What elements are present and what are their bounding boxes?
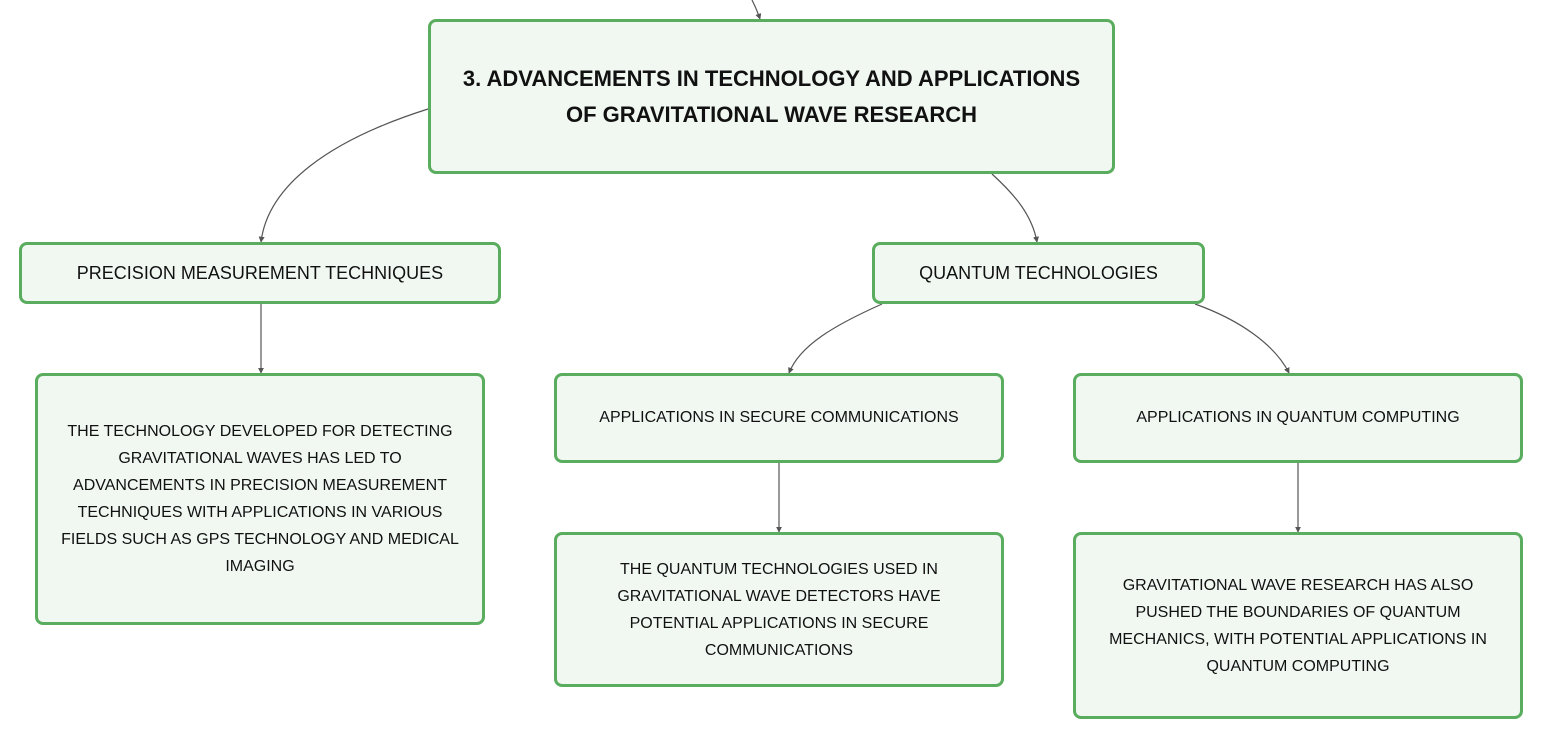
- secure-communications-node[interactable]: APPLICATIONS IN SECURE COMMUNICATIONS: [554, 373, 1004, 463]
- root-node-title: 3. ADVANCEMENTS IN TECHNOLOGY AND APPLIC…: [462, 65, 1081, 127]
- precision-measurement-node[interactable]: PRECISION MEASUREMENT TECHNIQUES: [19, 242, 501, 304]
- quantum-computing-description: GRAVITATIONAL WAVE RESEARCH HAS ALSO PUS…: [1109, 576, 1487, 675]
- root-node[interactable]: 3. ADVANCEMENTS IN TECHNOLOGY AND APPLIC…: [428, 19, 1115, 174]
- quantum-technologies-node[interactable]: QUANTUM TECHNOLOGIES: [872, 242, 1205, 304]
- connector-parent-to-root: [751, 0, 762, 20]
- quantum-computing-node[interactable]: APPLICATIONS IN QUANTUM COMPUTING: [1073, 373, 1523, 463]
- quantum-technologies-label: QUANTUM TECHNOLOGIES: [919, 263, 1158, 283]
- quantum-computing-label: APPLICATIONS IN QUANTUM COMPUTING: [1136, 409, 1460, 426]
- secure-communications-label: APPLICATIONS IN SECURE COMMUNICATIONS: [599, 409, 959, 426]
- secure-communications-description-node[interactable]: THE QUANTUM TECHNOLOGIES USED IN GRAVITA…: [554, 532, 1004, 687]
- connector-quantum-to-computing: [1194, 303, 1290, 374]
- precision-measurement-label: PRECISION MEASUREMENT TECHNIQUES: [76, 263, 444, 283]
- precision-measurement-description: THE TECHNOLOGY DEVELOPED FOR DETECTING G…: [61, 423, 459, 575]
- quantum-computing-description-node[interactable]: GRAVITATIONAL WAVE RESEARCH HAS ALSO PUS…: [1073, 532, 1523, 719]
- secure-communications-description: THE QUANTUM TECHNOLOGIES USED IN GRAVITA…: [617, 560, 941, 659]
- connector-root-to-precision: [258, 108, 429, 243]
- connector-quantum-to-secure: [788, 303, 883, 374]
- precision-measurement-description-node[interactable]: THE TECHNOLOGY DEVELOPED FOR DETECTING G…: [35, 373, 485, 625]
- connector-root-to-quantum: [991, 173, 1039, 243]
